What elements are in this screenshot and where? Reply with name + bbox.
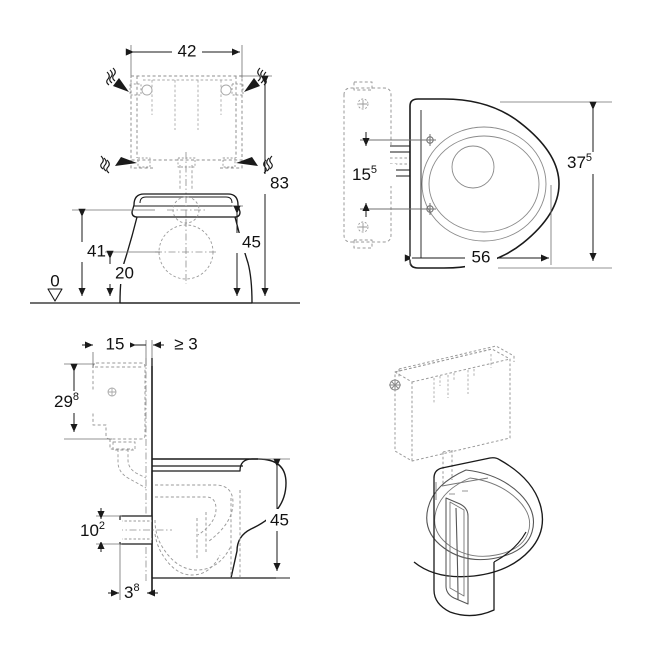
dim-label-298: 298 — [54, 391, 79, 412]
dim-outlet-height-102 — [78, 508, 122, 552]
cistern-plan-hidden — [343, 81, 392, 249]
dim-label-375: 375 — [567, 152, 592, 173]
dim-seat-height-45-side — [258, 458, 296, 579]
wc-pan-iso-outline — [413, 457, 544, 617]
dim-label-42: 42 — [178, 41, 197, 60]
trap-hidden-outline — [154, 484, 241, 578]
dim-pan-width-375 — [498, 101, 615, 269]
dim-cistern-height-298 — [52, 363, 112, 440]
cistern-side-hidden — [92, 362, 146, 450]
cistern-fixing-holes — [141, 84, 232, 96]
side-section-view — [52, 334, 296, 604]
cistern-iso-valve-icon — [389, 379, 401, 391]
flush-pipe-side-hidden — [112, 441, 147, 489]
dim-total-height-83 — [240, 75, 285, 296]
dim-label-20: 20 — [115, 263, 134, 282]
dim-label-datum-0: 0 — [50, 271, 59, 290]
flush-pipe-iso-hidden — [442, 449, 453, 486]
dim-label-38: 38 — [124, 582, 140, 603]
pan-centermarks — [155, 196, 217, 284]
dim-label-41: 41 — [87, 241, 106, 260]
dim-label-83: 83 — [270, 173, 289, 192]
wc-seat-plan-outline — [409, 98, 560, 269]
outlet-connector — [116, 515, 172, 545]
dim-cistern-width-42 — [125, 42, 243, 78]
dim-label-45-front: 45 — [242, 232, 261, 251]
dim-label-155: 155 — [352, 164, 377, 185]
cistern-iso-hidden — [394, 345, 515, 462]
cistern-side-fixing-icon — [107, 387, 117, 397]
cistern-iso-ribs — [433, 354, 492, 404]
dim-cistern-offset-15 — [82, 334, 147, 368]
dim-pan-depth-56 — [404, 185, 552, 268]
datum-level-0 — [47, 288, 63, 302]
dim-label-min3: ≥ 3 — [174, 334, 198, 353]
cistern-internal-ribs — [143, 79, 233, 130]
flush-pipe-hidden — [179, 165, 193, 190]
front-elevation-view — [30, 42, 300, 304]
dim-fixing-centres-155 — [350, 132, 430, 217]
cistern-hidden-outline — [130, 75, 243, 169]
wall-fixing-arrow-icon — [100, 67, 273, 174]
dim-41 — [72, 208, 155, 296]
dim-min-clearance-3 — [151, 334, 206, 366]
cistern-fixing-brackets — [129, 83, 244, 168]
dim-outlet-offset-38 — [108, 544, 158, 604]
plan-view-top — [343, 81, 615, 269]
dim-label-56: 56 — [472, 247, 491, 266]
dim-20 — [102, 250, 160, 296]
dim-label-45-side: 45 — [270, 510, 289, 529]
dim-label-102: 102 — [80, 520, 105, 541]
dim-seat-height-45 — [228, 205, 256, 296]
cistern-plan-fixings — [357, 98, 369, 233]
isometric-view — [389, 345, 544, 617]
dim-label-15-side: 15 — [106, 334, 125, 353]
